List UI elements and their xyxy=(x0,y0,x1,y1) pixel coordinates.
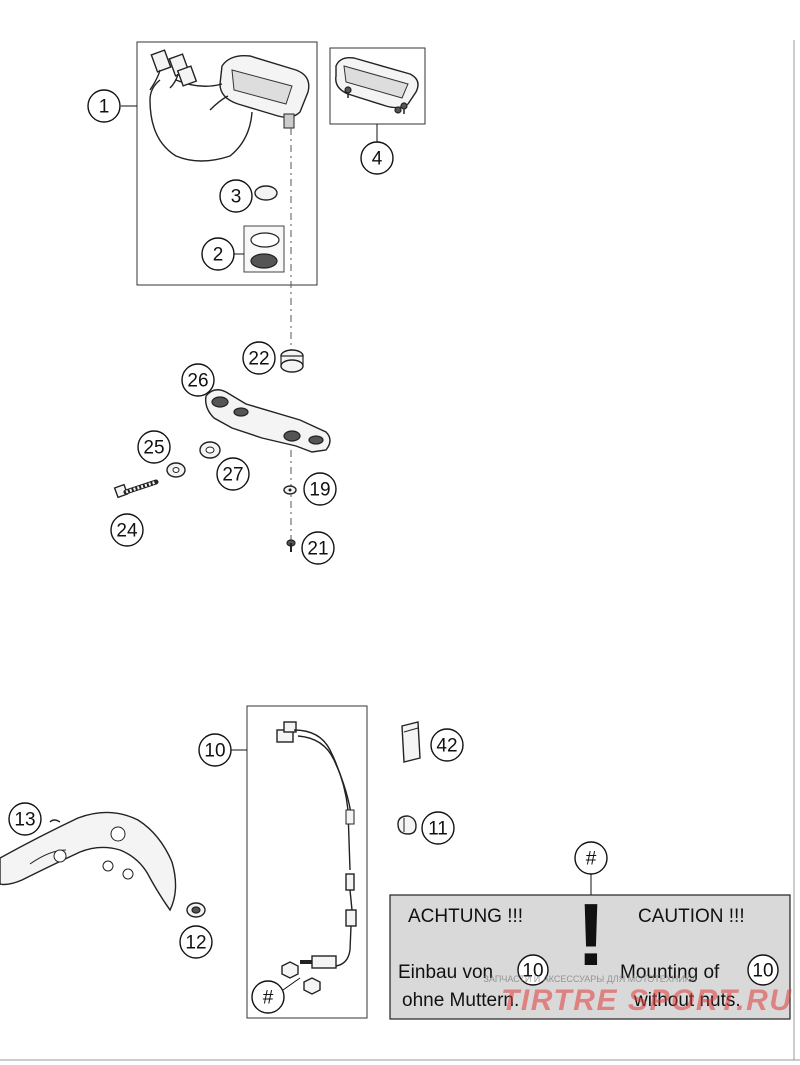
callout-4-label: 4 xyxy=(372,149,383,170)
mounting-bolt xyxy=(113,479,159,499)
english-heading: CAUTION !!! xyxy=(638,906,745,927)
cable-holder xyxy=(397,815,417,835)
instrument-cover xyxy=(335,56,419,114)
callout-1: 1 xyxy=(87,89,137,123)
callout-4: 4 xyxy=(360,124,394,175)
hash-bottom-label: # xyxy=(263,988,274,1009)
callout-12: 12 xyxy=(179,925,213,959)
german-line2: ohne Muttern. xyxy=(402,990,519,1011)
callout-1-label: 1 xyxy=(99,97,110,118)
callout-2-label: 2 xyxy=(213,245,224,266)
callout-10-label: 10 xyxy=(204,741,225,762)
callout-24: 24 xyxy=(110,513,144,547)
german-ref-10: 10 xyxy=(522,961,543,982)
sensor-cable-frame xyxy=(246,705,368,1019)
callout-10: 10 xyxy=(198,733,247,767)
callout-12-label: 12 xyxy=(185,933,206,954)
exclamation-mark: ! xyxy=(576,885,605,984)
english-line1: Mounting of xyxy=(620,962,720,983)
callout-11: 11 xyxy=(421,811,455,845)
brake-disc xyxy=(0,811,177,912)
rubber-grommet xyxy=(280,349,304,373)
callout-19: 19 xyxy=(303,472,337,506)
instrument-bracket xyxy=(204,389,331,453)
seal-kit xyxy=(243,225,285,273)
callout-22: 22 xyxy=(242,341,276,375)
english-line2: without nuts. xyxy=(633,990,741,1011)
callout-25: 25 xyxy=(137,430,171,464)
cap-part xyxy=(254,185,278,201)
speed-sensor-cable xyxy=(276,721,357,969)
caution-notice: ACHTUNG !!! CAUTION !!! ! Einbau von 10 … xyxy=(389,885,791,1020)
callout-3: 3 xyxy=(219,179,253,213)
german-line1: Einbau von xyxy=(398,962,493,983)
hash-top-label: # xyxy=(586,849,597,870)
notice-background xyxy=(389,894,791,1020)
rubber-bushing xyxy=(199,441,221,459)
callout-13-label: 13 xyxy=(14,810,35,831)
german-heading: ACHTUNG !!! xyxy=(408,906,523,927)
spacer-sleeve xyxy=(166,462,186,478)
speedometer-unit xyxy=(149,49,310,162)
callout-25-label: 25 xyxy=(143,438,164,459)
callout-21: 21 xyxy=(301,531,335,565)
callout-hash-top: # xyxy=(574,841,608,895)
callout-26: 26 xyxy=(181,363,215,397)
watermark-small-text: ЗАПЧАСТИ И АКСЕССУАРЫ ДЛЯ МОТОТЕХНИКИ xyxy=(484,974,697,984)
callout-42-label: 42 xyxy=(436,736,457,757)
callout-24-label: 24 xyxy=(116,521,138,542)
callout-42: 42 xyxy=(430,728,464,762)
callout-22-label: 22 xyxy=(248,349,269,370)
callout-11-label: 11 xyxy=(428,819,448,840)
spacer-bushing xyxy=(186,902,206,918)
speedometer-kit-frame xyxy=(136,41,318,286)
callout-27-label: 27 xyxy=(222,465,243,486)
callout-hash-bottom: # xyxy=(251,977,301,1014)
cable-clip xyxy=(401,721,421,763)
callout-21-label: 21 xyxy=(307,539,328,560)
screw xyxy=(286,539,296,552)
english-ref-10: 10 xyxy=(752,961,773,982)
nuts xyxy=(281,961,321,995)
callout-2: 2 xyxy=(201,237,244,271)
callout-27: 27 xyxy=(216,457,250,491)
callout-26-label: 26 xyxy=(187,371,208,392)
callout-3-label: 3 xyxy=(231,187,242,208)
callout-13: 13 xyxy=(8,802,42,836)
watermark-logo: TIRTRE SPORT.RU xyxy=(501,984,792,1017)
callout-19-label: 19 xyxy=(309,480,330,501)
